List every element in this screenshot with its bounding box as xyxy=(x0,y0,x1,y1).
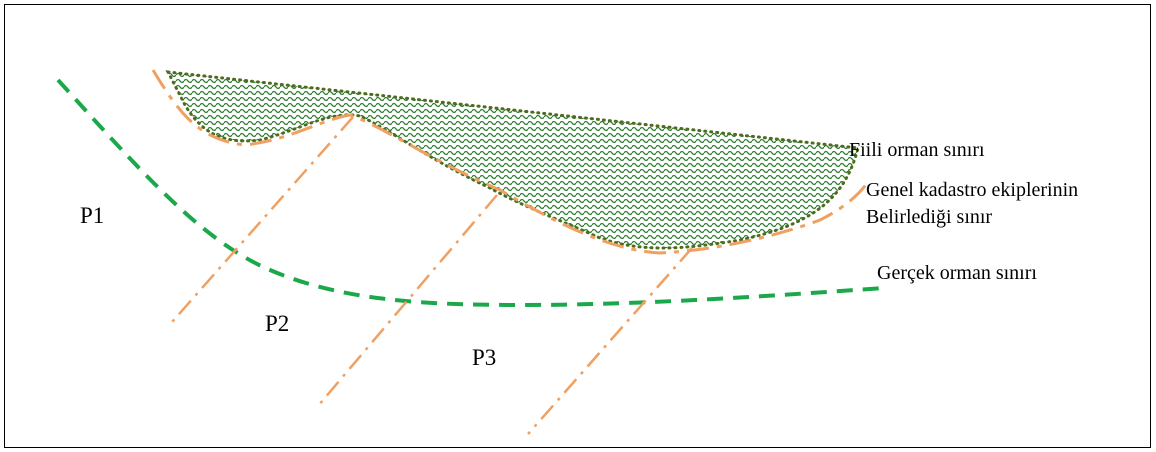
label-p2: P2 xyxy=(265,311,289,336)
label-p3: P3 xyxy=(472,345,496,370)
profile-line-p3 xyxy=(527,247,693,435)
label-fiili-orman: Fiili orman sınırı xyxy=(849,139,985,161)
label-gercek-orman: Gerçek orman sınırı xyxy=(877,262,1037,284)
label-genel-kadastro-1: Genel kadastro ekiplerinin xyxy=(866,179,1078,201)
label-p1: P1 xyxy=(80,203,104,228)
cadastre-boundary xyxy=(151,69,870,255)
profile-line-p1 xyxy=(171,116,354,323)
true-forest-boundary xyxy=(56,78,886,308)
forest-area xyxy=(165,70,860,250)
label-genel-kadastro-2: Belirlediği sınır xyxy=(866,206,992,228)
profile-line-p2 xyxy=(317,194,498,407)
diagram-frame xyxy=(4,4,1151,448)
